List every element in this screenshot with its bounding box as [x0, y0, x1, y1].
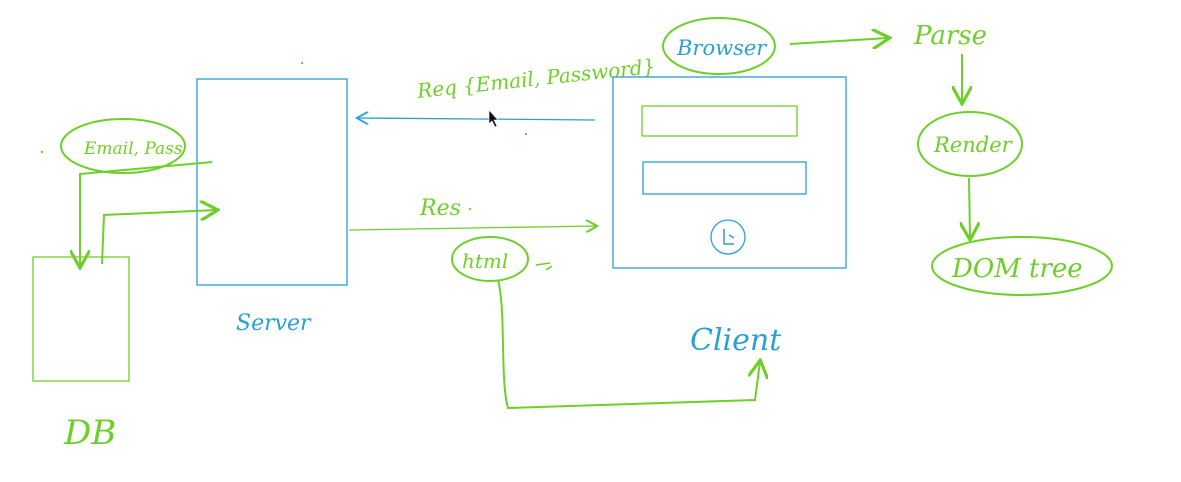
email-pass-label: Email, Pass — [83, 139, 183, 159]
db-label: DB — [63, 413, 116, 453]
html-to-client-line — [497, 279, 760, 410]
request-label: Req {Email, Password} — [415, 54, 656, 103]
dom-tree-bubble — [931, 236, 1113, 296]
stray-dot — [301, 62, 303, 64]
browser-bubble — [662, 17, 776, 75]
render-label: Render — [933, 133, 1014, 157]
html-label: html — [462, 249, 508, 273]
db-to-server-line — [101, 210, 216, 265]
dom-tree-label: DOM tree — [951, 254, 1083, 284]
server-label: Server — [236, 311, 312, 336]
server-to-db-line — [80, 161, 213, 266]
email-pass-bubble — [60, 118, 186, 174]
client-window — [612, 76, 847, 269]
html-dash-mark — [535, 262, 553, 271]
db-box — [32, 256, 130, 382]
stray-dot — [525, 133, 527, 135]
client-label: Client — [690, 323, 782, 358]
response-label: Res — [419, 196, 461, 221]
html-bubble — [451, 236, 529, 282]
render-bubble — [917, 111, 1023, 177]
response-arrow — [348, 226, 596, 230]
stray-dot — [468, 207, 472, 211]
client-login-button — [710, 219, 746, 255]
stray-dot — [40, 150, 44, 154]
parse-label: Parse — [913, 21, 987, 51]
request-arrow — [358, 118, 596, 120]
client-email-field — [641, 105, 798, 137]
browser-to-parse-arrow — [789, 38, 888, 44]
render-to-dom-line — [969, 177, 970, 238]
mouse-pointer-icon — [488, 109, 499, 128]
client-password-field — [642, 161, 807, 195]
client-login-button-glyph — [723, 229, 735, 245]
browser-label: Browser — [676, 36, 768, 60]
server-box — [196, 78, 348, 286]
